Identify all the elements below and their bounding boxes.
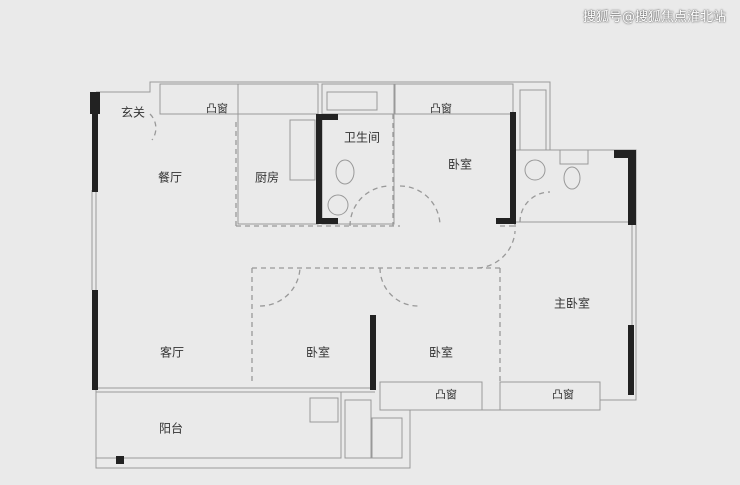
north-window-strip-right — [394, 83, 514, 115]
room-label-balcony: 阳台 — [158, 421, 184, 436]
balcony-laundry — [309, 397, 339, 423]
door-arc-master — [477, 231, 516, 269]
walls — [90, 92, 636, 464]
south-window-strip-left — [379, 381, 483, 411]
room-label-bedroom-south: 卧室 — [428, 345, 454, 360]
window-label-south-left: 凸窗 — [435, 388, 457, 401]
door-arc-bedroom-north — [399, 185, 441, 227]
kitchen-counter — [289, 119, 316, 181]
balcony-outline — [95, 391, 342, 459]
room-label-dining: 餐厅 — [157, 170, 183, 185]
room-label-living: 客厅 — [159, 345, 185, 360]
master-bath-basin — [524, 159, 546, 181]
bathroom-basin — [327, 194, 349, 216]
room-label-foyer: 玄关 — [120, 105, 146, 120]
window-label-north-left: 凸窗 — [206, 102, 228, 115]
window-label-north-right: 凸窗 — [430, 102, 452, 115]
room-label-kitchen: 厨房 — [254, 170, 280, 185]
bathroom-toilet — [335, 159, 355, 185]
south-window-strip-right — [499, 381, 601, 411]
watermark: 搜狐号@搜狐焦点淮北站 — [582, 10, 726, 25]
door-arc-bathroom — [349, 185, 391, 227]
door-arc-south — [379, 267, 419, 307]
north-window-strip-middle — [237, 83, 319, 115]
room-label-master-bedroom: 主卧室 — [553, 296, 591, 311]
room-label-bathroom: 卫生间 — [343, 130, 381, 145]
door-arc-master-bath — [519, 191, 551, 223]
master-bath-toilet — [563, 166, 581, 190]
room-label-bedroom-middle: 卧室 — [305, 345, 331, 360]
window-label-south-right: 凸窗 — [552, 388, 574, 401]
room-label-bedroom-north: 卧室 — [447, 157, 473, 172]
balcony-sink — [344, 399, 372, 459]
door-arc-middle — [259, 267, 301, 307]
